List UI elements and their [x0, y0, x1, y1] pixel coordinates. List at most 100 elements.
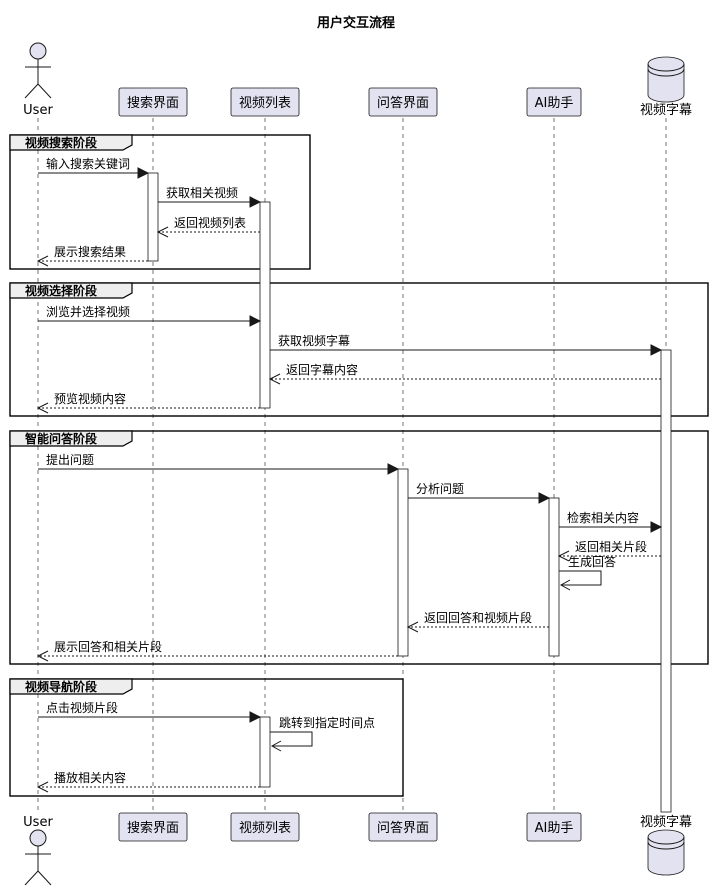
arrow-head: [36, 402, 49, 414]
message: 获取相关视频: [158, 185, 262, 208]
message-label: 生成回答: [568, 554, 616, 569]
activation-bar: [259, 201, 271, 409]
message-label: 跳转到指定时间点: [279, 715, 375, 730]
message: 预览视频内容: [36, 391, 260, 414]
participant-box: [230, 812, 300, 842]
message: 返回回答和视频片段: [406, 610, 549, 633]
group-label: 视频导航阶段: [25, 679, 98, 694]
message-label: 点击视频片段: [46, 700, 118, 715]
activation-bar: [660, 349, 672, 813]
message-label: 返回字幕内容: [286, 362, 358, 377]
message-label: 返回相关片段: [575, 539, 647, 554]
participant-box: [368, 87, 438, 117]
arrow-head: [156, 226, 169, 238]
database-icon: [647, 56, 685, 103]
participant-label: 视频字幕: [640, 815, 692, 830]
message: 分析问题: [408, 482, 551, 504]
message-label: 提出问题: [46, 452, 94, 467]
message-arrow: [270, 731, 313, 747]
message: 返回字幕内容: [268, 362, 661, 385]
participant-box: [526, 812, 582, 842]
message-label: 返回视频列表: [174, 215, 246, 230]
group-frame: 视频导航阶段: [9, 678, 404, 797]
message: 返回视频列表: [156, 215, 260, 238]
message: 播放相关内容: [36, 770, 260, 793]
participant-label: 视频列表: [239, 821, 291, 836]
arrow-head: [557, 550, 570, 562]
actor-body: [24, 846, 52, 886]
message: 输入搜索关键词: [38, 156, 150, 179]
message: 跳转到指定时间点: [270, 715, 375, 752]
message: 点击视频片段: [38, 700, 262, 723]
arrow-head: [249, 315, 262, 327]
message-label: 分析问题: [416, 482, 464, 496]
participant-qa-top: 问答界面: [368, 87, 438, 117]
message: 返回相关片段: [557, 539, 661, 562]
message: 检索相关内容: [559, 510, 663, 533]
participant-user-bottom: User: [23, 815, 53, 886]
arrow-head: [270, 740, 282, 752]
participant-label: User: [23, 103, 53, 118]
arrow-head: [249, 711, 262, 723]
arrow-head: [406, 621, 419, 633]
arrow-head: [650, 344, 663, 356]
group-frame: 智能问答阶段: [9, 430, 709, 665]
arrow-head: [36, 650, 49, 662]
message-label: 检索相关内容: [567, 510, 639, 525]
participant-label: 搜索界面: [127, 96, 179, 111]
arrow-head: [387, 463, 400, 475]
participant-search-top: 搜索界面: [118, 87, 188, 117]
participant-box: [118, 87, 188, 117]
message-label: 展示回答和相关片段: [54, 639, 162, 654]
activation-bar: [548, 497, 560, 657]
participant-box: [526, 87, 582, 117]
participant-subs-bottom: 视频字幕: [640, 815, 692, 876]
arrow-head: [538, 492, 551, 504]
arrow-head: [137, 167, 150, 179]
participant-list-top: 视频列表: [230, 87, 300, 117]
participant-label: User: [23, 815, 53, 830]
participant-search-bottom: 搜索界面: [118, 812, 188, 842]
arrow-head: [650, 521, 663, 533]
participant-box: [118, 812, 188, 842]
arrow-head: [559, 579, 571, 591]
arrow-head: [36, 255, 49, 267]
participant-label: 视频列表: [239, 96, 291, 111]
message-label: 返回回答和视频片段: [424, 610, 532, 625]
message: 生成回答: [559, 554, 616, 591]
message: 提出问题: [38, 452, 400, 475]
group-frame: 视频选择阶段: [9, 282, 709, 417]
arrow-head: [249, 196, 262, 208]
activation-bar: [147, 172, 159, 262]
group-label: 视频选择阶段: [25, 283, 98, 298]
participant-ai-top: AI助手: [526, 87, 582, 117]
message: 浏览并选择视频: [38, 304, 262, 327]
group-frame: 视频搜索阶段: [9, 134, 311, 270]
participant-label: 搜索界面: [127, 821, 179, 836]
message-label: 预览视频内容: [54, 391, 126, 406]
message-arrow: [559, 570, 602, 586]
participant-label: AI助手: [535, 96, 574, 111]
participant-label: AI助手: [535, 821, 574, 836]
participant-list-bottom: 视频列表: [230, 812, 300, 842]
actor-head: [29, 42, 47, 60]
message-label: 播放相关内容: [54, 770, 126, 785]
actor-head: [29, 829, 47, 847]
arrow-head: [36, 781, 49, 793]
message-label: 输入搜索关键词: [46, 156, 130, 171]
participant-ai-bottom: AI助手: [526, 812, 582, 842]
participant-box: [368, 812, 438, 842]
participant-subs-top: 视频字幕: [640, 56, 692, 118]
message-label: 展示搜索结果: [54, 244, 126, 259]
group-label: 视频搜索阶段: [25, 135, 98, 150]
participant-user-top: User: [23, 42, 53, 118]
participant-label: 问答界面: [377, 95, 429, 111]
group-label: 智能问答阶段: [24, 431, 98, 446]
participant-label: 问答界面: [377, 820, 429, 836]
participant-qa-bottom: 问答界面: [368, 812, 438, 842]
actor-body: [24, 59, 52, 99]
participant-label: 视频字幕: [640, 103, 692, 118]
message: 获取视频字幕: [270, 333, 663, 356]
diagram-title: 用户交互流程: [316, 15, 395, 31]
